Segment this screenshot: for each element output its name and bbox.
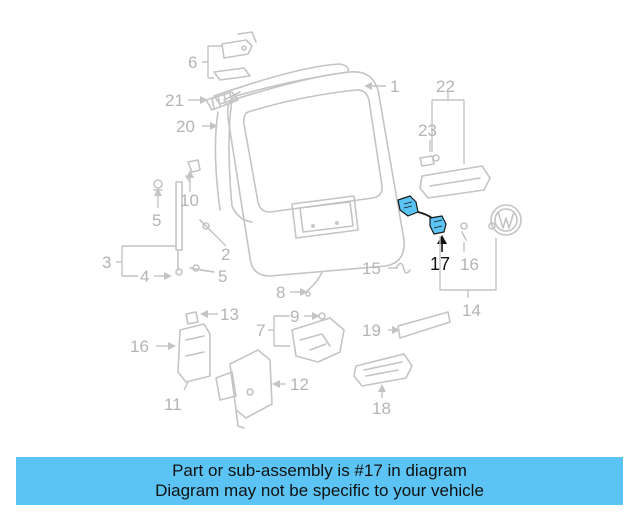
callout-8: 8 bbox=[276, 283, 285, 302]
cable-part bbox=[395, 262, 411, 274]
bumper-stop-part bbox=[205, 91, 239, 111]
info-banner: Part or sub-assembly is #17 in diagram D… bbox=[16, 457, 623, 505]
callout-23: 23 bbox=[418, 121, 437, 140]
handle-part bbox=[353, 353, 413, 387]
callout-20: 20 bbox=[176, 117, 195, 136]
latch-assembly bbox=[291, 271, 345, 363]
spoiler bbox=[213, 63, 350, 105]
callout-21: 21 bbox=[165, 91, 184, 110]
leader-lines bbox=[116, 45, 497, 398]
callout-12: 12 bbox=[290, 375, 309, 394]
trim-strip bbox=[397, 311, 451, 339]
callout-11: 11 bbox=[164, 395, 182, 414]
banner-line-2: Diagram may not be specific to your vehi… bbox=[155, 481, 484, 500]
hinge-part bbox=[213, 31, 257, 81]
callout-2: 2 bbox=[221, 245, 230, 264]
license-lamp bbox=[419, 154, 491, 199]
callout-18: 18 bbox=[372, 399, 391, 418]
callout-3: 3 bbox=[102, 253, 111, 272]
callout-19: 19 bbox=[362, 321, 381, 340]
callout-14: 14 bbox=[462, 301, 481, 320]
actuator-bracket bbox=[177, 311, 211, 383]
emblem-part bbox=[460, 204, 522, 241]
part-17-highlighted[interactable] bbox=[397, 195, 447, 235]
callout-4: 4 bbox=[140, 267, 149, 286]
callout-17: 17 bbox=[430, 254, 450, 274]
callout-6: 6 bbox=[188, 53, 197, 72]
callout-10: 10 bbox=[180, 191, 199, 210]
mounting-plate bbox=[215, 349, 273, 429]
callout-13: 13 bbox=[220, 305, 239, 324]
gas-strut bbox=[153, 159, 215, 276]
liftgate-door bbox=[214, 71, 405, 277]
callout-labels: 1 6 21 20 10 5 2 3 4 5 22 23 17 16 15 14… bbox=[102, 53, 481, 418]
callout-16-right: 16 bbox=[460, 255, 479, 274]
banner-line-1: Part or sub-assembly is #17 in diagram bbox=[172, 461, 467, 480]
callout-16-left: 16 bbox=[130, 337, 149, 356]
callout-5-bottom: 5 bbox=[218, 267, 227, 286]
callout-5-top: 5 bbox=[152, 211, 161, 230]
callout-22: 22 bbox=[436, 77, 455, 96]
parts-diagram: 1 6 21 20 10 5 2 3 4 5 22 23 17 16 15 14… bbox=[102, 31, 522, 429]
callout-1: 1 bbox=[390, 77, 399, 96]
callout-15: 15 bbox=[362, 259, 381, 278]
callout-7: 7 bbox=[256, 321, 265, 340]
callout-9: 9 bbox=[290, 307, 299, 326]
